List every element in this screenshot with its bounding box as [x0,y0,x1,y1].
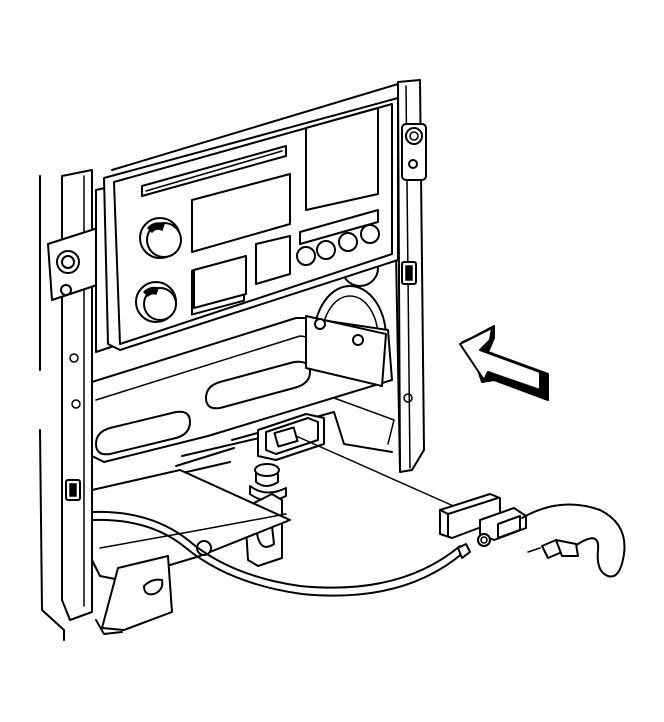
right-mounting-rail-part [408,159,418,169]
left-mounting-rail-part [69,483,77,497]
radio-wiring-connector-part [273,426,299,448]
lcd-display [191,173,291,253]
tune-knob-part [142,286,159,298]
removal-direction-arrow [459,325,549,401]
radio-mounting-tray-part [333,397,395,445]
tray-slot-lower [95,410,191,456]
lower-frame-part [95,619,123,635]
antenna-lead-part [555,539,579,557]
right-mounting-rail-part [405,127,423,145]
removal-direction-arrow-part [461,335,477,343]
left-mounting-rail-part [39,429,65,641]
right-mounting-rail-part [405,265,413,281]
left-mounting-rail-part [69,353,79,363]
antenna-cable-part [91,510,461,589]
tray-slot-upper [205,360,311,410]
right-mounting-rail [397,79,427,473]
left-mounting-rail-part [61,255,75,269]
lower-frame-part [99,513,287,549]
wiring-harness-connector-part [457,543,471,559]
left-mounting-rail-part [60,284,72,296]
radio-faceplate-part [299,209,379,245]
volume-knob [139,217,182,259]
preset-button-4 [360,224,380,244]
display-window [305,107,379,211]
volume-knob-part [146,222,182,258]
radio-faceplate [103,97,399,351]
antenna-lead-part [527,547,541,553]
wiring-harness-connector-part [497,515,521,539]
wiring-harness-connector-part [477,533,491,547]
lower-bracket-part [175,447,235,467]
radio-wiring-connector [257,413,325,461]
right-mounting-rail-part [403,393,413,403]
dash-cavity-part [111,83,399,171]
preset-button-1 [296,246,316,266]
antenna-lead [521,503,626,578]
wiring-harness-connector-part [447,497,499,515]
preset-button-3 [338,232,358,252]
wiring-harness-connector-part [480,536,488,544]
antenna-lead-part [521,503,626,578]
radio-mounting-tray-part [352,334,364,346]
volume-knob-part [146,222,165,234]
radio-mounting-tray-part [314,318,326,330]
right-mounting-rail-part [409,131,419,141]
removal-direction-arrow-part [459,327,541,391]
alignment-line [295,435,459,509]
lower-frame-part [101,555,173,631]
radio-faceplate-part [255,235,291,285]
lower-frame [91,469,291,635]
wiring-harness-connector [439,493,527,559]
tune-knob [135,281,177,323]
left-mounting-rail-part [71,399,81,409]
radio-mounting-tray-part [305,315,387,387]
preset-button-2 [316,240,336,260]
lower-frame-part [143,578,164,596]
tune-knob-part [143,287,177,321]
radio-faceplate-part [193,255,247,309]
antenna-cable [91,435,465,597]
radio-faceplate-part [145,150,283,192]
tray-bolt-part [254,463,280,477]
antenna-cable-part [91,518,465,597]
